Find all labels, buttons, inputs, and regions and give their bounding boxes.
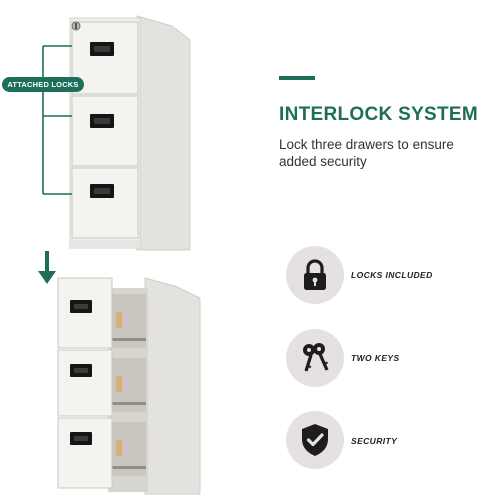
attached-locks-label: ATTACHED LOCKS xyxy=(2,77,84,92)
shield-check-icon xyxy=(298,422,332,458)
attached-locks-bracket xyxy=(40,40,80,202)
feature-label-locks-included: LOCKS INCLUDED xyxy=(351,270,433,280)
accent-bar xyxy=(279,76,315,80)
closed-cabinet-image xyxy=(62,12,202,252)
padlock-icon xyxy=(298,258,332,292)
keys-icon xyxy=(297,340,333,376)
feature-security xyxy=(286,411,344,469)
feature-label-security: SECURITY xyxy=(351,436,398,446)
page-title: INTERLOCK SYSTEM xyxy=(279,104,479,125)
down-arrow-icon xyxy=(38,251,56,285)
feature-locks-included xyxy=(286,246,344,304)
page-subtitle: Lock three drawers to ensure added secur… xyxy=(279,137,454,169)
feature-two-keys xyxy=(286,329,344,387)
feature-label-two-keys: TWO KEYS xyxy=(351,353,400,363)
open-cabinet-image xyxy=(50,272,210,497)
